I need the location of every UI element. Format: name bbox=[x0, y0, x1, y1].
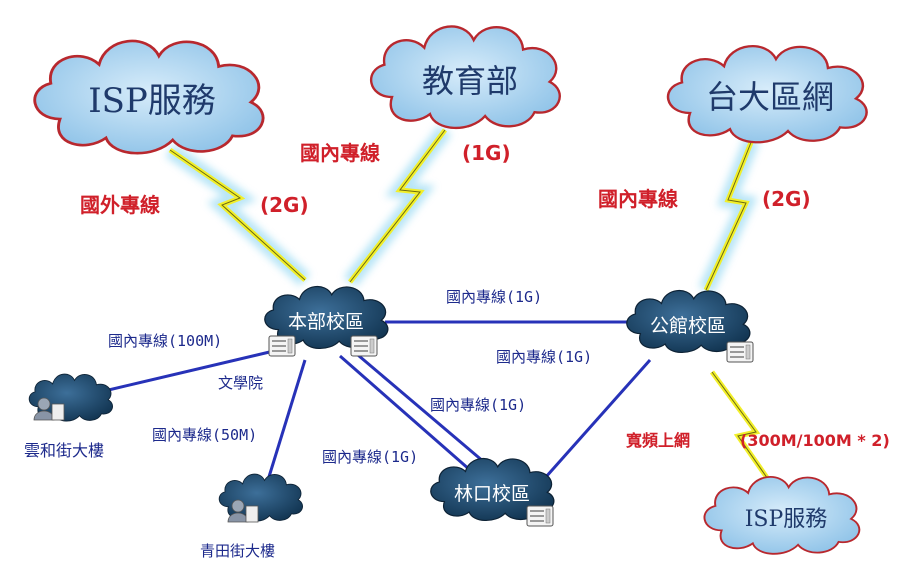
cloud-ntu-net-label: 台大區網 bbox=[706, 78, 834, 116]
user-icon bbox=[227, 499, 259, 523]
link-main-qingtian-label: 國內專線(50M) bbox=[152, 426, 257, 444]
uplink-moe-label: 國內專線 bbox=[300, 141, 380, 165]
site-qingtian-cloud bbox=[218, 473, 304, 522]
link-main-gongguan-label: 國內專線(1G) bbox=[446, 288, 542, 306]
link-main-linkou-a-label: 國內專線(1G) bbox=[430, 396, 526, 414]
bolt-isp-top bbox=[165, 143, 311, 286]
link-main-yunhe bbox=[99, 348, 279, 394]
campus-linkou-label: 林口校區 bbox=[454, 483, 530, 505]
uplink-isp-bottom-speed: (300M/100M * 2) bbox=[740, 431, 890, 450]
link-main-linkou-b bbox=[351, 348, 485, 464]
link-main-qingtian bbox=[266, 359, 307, 481]
campus-gongguan-label: 公館校區 bbox=[650, 315, 726, 337]
campus-main-label: 本部校區 bbox=[288, 311, 364, 333]
link-lines bbox=[99, 320, 652, 481]
cloud-moe-label: 教育部 bbox=[422, 62, 518, 100]
link-gongguan-linkou bbox=[543, 359, 652, 479]
cloud-isp-top-label: ISP服務 bbox=[88, 81, 216, 121]
uplink-ntu-net-speed: (2G) bbox=[762, 187, 811, 211]
site-yunhe-label: 雲和街大樓 bbox=[24, 441, 104, 460]
server-icon bbox=[526, 505, 554, 527]
bolt-moe bbox=[343, 125, 452, 287]
link-main-yunhe-label: 國內專線(100M) bbox=[108, 332, 222, 350]
link-main-linkou-a bbox=[339, 354, 471, 472]
site-qingtian-label: 青田街大樓 bbox=[200, 542, 275, 560]
uplink-moe-speed: (1G) bbox=[462, 141, 511, 165]
link-main-linkou-b-label: 國內專線(1G) bbox=[322, 448, 418, 466]
uplink-isp-top-label: 國外專線 bbox=[80, 193, 160, 217]
site-wenxue-label: 文學院 bbox=[218, 374, 263, 392]
uplink-isp-bottom-label: 寬頻上網 bbox=[625, 431, 690, 450]
uplink-ntu-net-label: 國內專線 bbox=[598, 187, 678, 211]
cloud-isp-bottom-label: ISP服務 bbox=[745, 507, 828, 532]
link-gongguan-linkou-label: 國內專線(1G) bbox=[496, 348, 592, 366]
user-icon bbox=[33, 397, 65, 421]
server-icon bbox=[268, 335, 296, 357]
bolt-ntu-net bbox=[698, 137, 760, 294]
uplink-bolts bbox=[165, 125, 773, 484]
server-icon bbox=[350, 335, 378, 357]
bolt-isp-bottom bbox=[709, 370, 773, 484]
server-icon bbox=[726, 341, 754, 363]
uplink-isp-top-speed: (2G) bbox=[260, 193, 309, 217]
